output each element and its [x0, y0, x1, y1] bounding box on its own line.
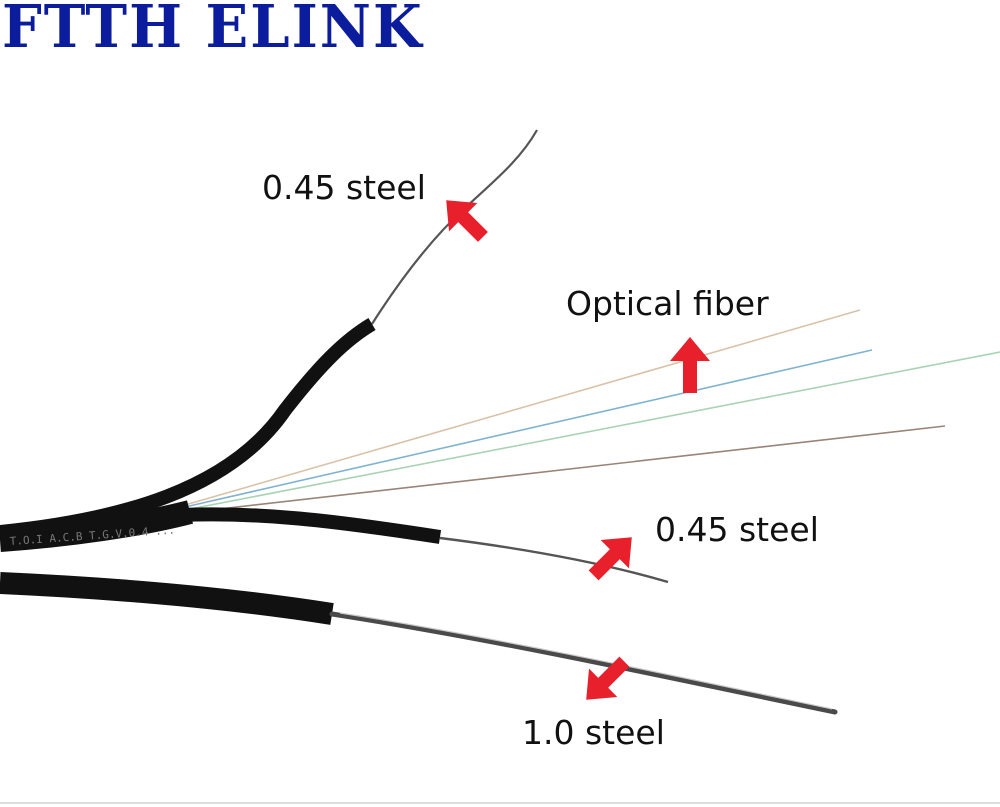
optical-fibers — [184, 309, 1000, 514]
red-arrow-icon — [670, 337, 710, 393]
label-middle-steel: 0.45 steel — [655, 510, 819, 549]
bottom-cable-jacket — [0, 572, 334, 625]
main-cable-jacket — [0, 500, 194, 552]
label-optical-fiber: Optical fiber — [566, 284, 769, 323]
top-steel-wire — [371, 129, 538, 325]
red-arrow-icon — [446, 200, 488, 242]
middle-steel-wire — [439, 536, 669, 584]
fiber-strand — [184, 425, 946, 514]
middle-cable-jacket — [179, 507, 442, 544]
top-cable-jacket — [0, 317, 376, 539]
label-bottom-steel: 1.0 steel — [522, 713, 665, 752]
bottom-steel-highlight — [339, 612, 833, 710]
bottom-steel-wire — [329, 611, 838, 715]
red-arrow-icon — [586, 656, 630, 700]
fiber-strand — [184, 351, 1000, 511]
fiber-strand — [184, 309, 861, 506]
label-top-steel: 0.45 steel — [262, 168, 426, 207]
red-arrow-icon — [588, 537, 632, 581]
brand-logo: FTTH ELINK — [2, 0, 424, 62]
fiber-strand — [184, 349, 873, 508]
